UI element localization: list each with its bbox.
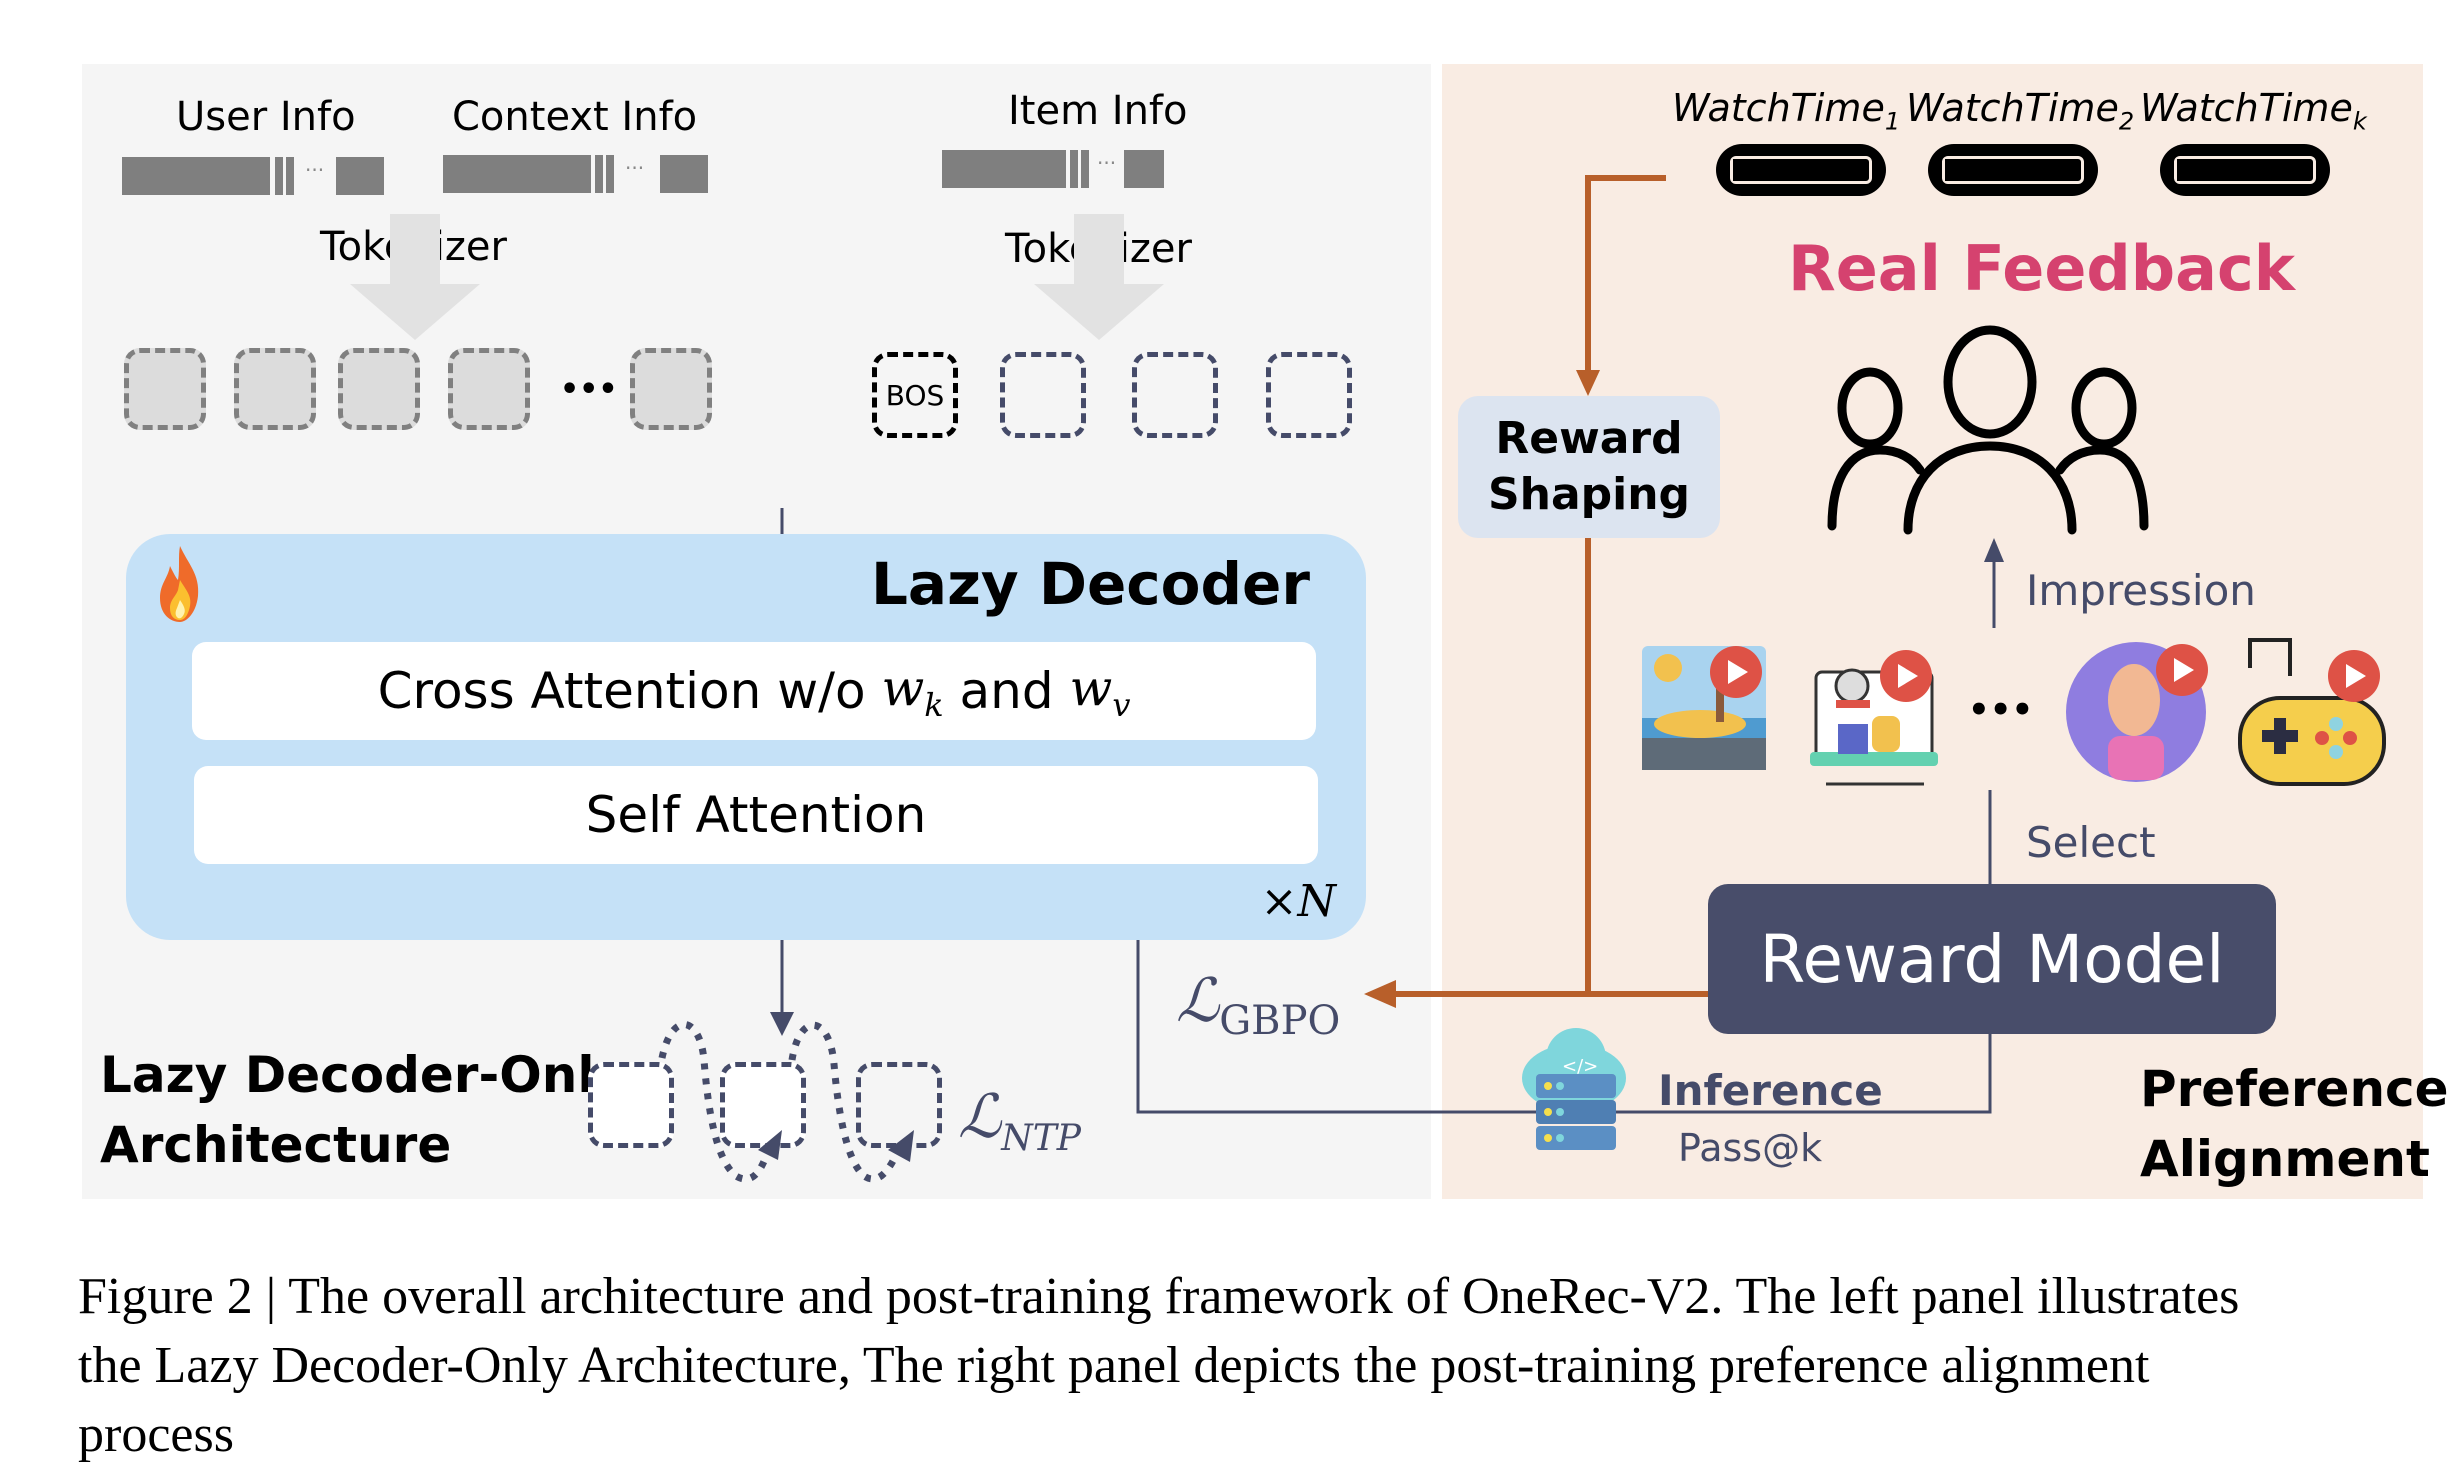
item-token: [1132, 352, 1218, 438]
lazy-decoder-block: Lazy Decoder Cross Attention w/o wk and …: [126, 534, 1366, 940]
watch-time-fill: [2177, 159, 2307, 181]
tokenizer-arrow-right: [1034, 214, 1164, 340]
context-token: [124, 348, 206, 430]
reward-model-box: Reward Model: [1708, 884, 2276, 1034]
architecture-title-line1: Lazy Decoder-Only: [100, 1046, 628, 1104]
context-info-label: Context Info: [452, 94, 698, 140]
self-attention-block: Self Attention: [194, 766, 1318, 864]
items-ellipsis: •••: [1968, 690, 2034, 730]
person-video-icon: [2066, 642, 2208, 782]
watch-time-bar: [1716, 144, 1886, 196]
caption-line: Figure 2 | The overall architecture and …: [78, 1268, 2240, 1325]
caption-line: process: [78, 1406, 234, 1463]
autoregressive-loop: [788, 1021, 904, 1183]
user-info-label: User Info: [176, 94, 356, 140]
feedback-path: [1585, 175, 1666, 376]
architecture-title-line2: Architecture: [100, 1116, 452, 1174]
watch-time-bar: [1928, 144, 2098, 196]
inference-label: Inference: [1658, 1066, 1883, 1115]
item-token: [1266, 352, 1352, 438]
ntp-loss-label: ℒNTP: [958, 1082, 1081, 1159]
w-k-symbol: wk: [881, 658, 944, 724]
real-feedback-title: Real Feedback: [1788, 232, 2295, 305]
gbpo-loss-label: ℒGBPO: [1176, 966, 1341, 1044]
autoregressive-loop: [658, 1021, 774, 1183]
cross-attention-and: and: [943, 662, 1070, 720]
preference-alignment-line2: Alignment: [2140, 1130, 2430, 1188]
figure-caption: Figure 2 | The overall architecture and …: [78, 1262, 2458, 1469]
bos-token: BOS: [872, 352, 958, 438]
watch-time-label: WatchTime1: [1672, 86, 1901, 136]
item-info-label: Item Info: [1008, 88, 1188, 134]
context-token: [338, 348, 420, 430]
w-v-symbol: wv: [1069, 658, 1131, 724]
repeat-n-label: ×N: [1260, 876, 1336, 927]
context-token: [630, 348, 712, 430]
reward-shaping-box: Reward Shaping: [1458, 396, 1720, 538]
gamepad-video-icon: [2238, 638, 2386, 786]
watch-time-fill: [1733, 159, 1835, 181]
item-token: [1000, 352, 1086, 438]
reward-shaping-line1: Reward: [1495, 413, 1683, 464]
output-token: [720, 1062, 806, 1148]
select-label: Select: [2026, 818, 2156, 867]
reward-shaping-line2: Shaping: [1487, 469, 1691, 520]
svg-text:</>: </>: [1562, 1056, 1598, 1077]
output-token: [588, 1062, 674, 1148]
beach-video-icon: [1642, 646, 1766, 770]
lazy-decoder-title: Lazy Decoder: [870, 550, 1310, 618]
context-token: [234, 348, 316, 430]
chef-video-icon: [1810, 650, 1938, 786]
impression-label: Impression: [2026, 566, 2256, 615]
preference-alignment-line1: Preference: [2140, 1060, 2449, 1118]
caption-line: the Lazy Decoder-Only Architecture, The …: [78, 1337, 2150, 1394]
context-token-ellipsis: •••: [560, 372, 618, 407]
pass-at-k-label: Pass@k: [1678, 1126, 1823, 1170]
watch-time-label: WatchTime2: [1906, 86, 2135, 136]
cross-attention-block: Cross Attention w/o wk and wv: [192, 642, 1316, 740]
fire-icon: [158, 544, 199, 622]
decoder-output-arrow: [770, 940, 794, 1036]
watch-time-label: WatchTimek: [2140, 86, 2367, 136]
context-token: [448, 348, 530, 430]
watch-time-fill: [1945, 159, 2007, 181]
cross-attention-label: Cross Attention w/o: [377, 662, 882, 720]
users-group-icon: [1827, 325, 2149, 535]
tokenizer-arrow-left: [350, 214, 480, 340]
watch-time-bar: [2160, 144, 2330, 196]
cloud-server-icon: </>: [1522, 1028, 1626, 1150]
